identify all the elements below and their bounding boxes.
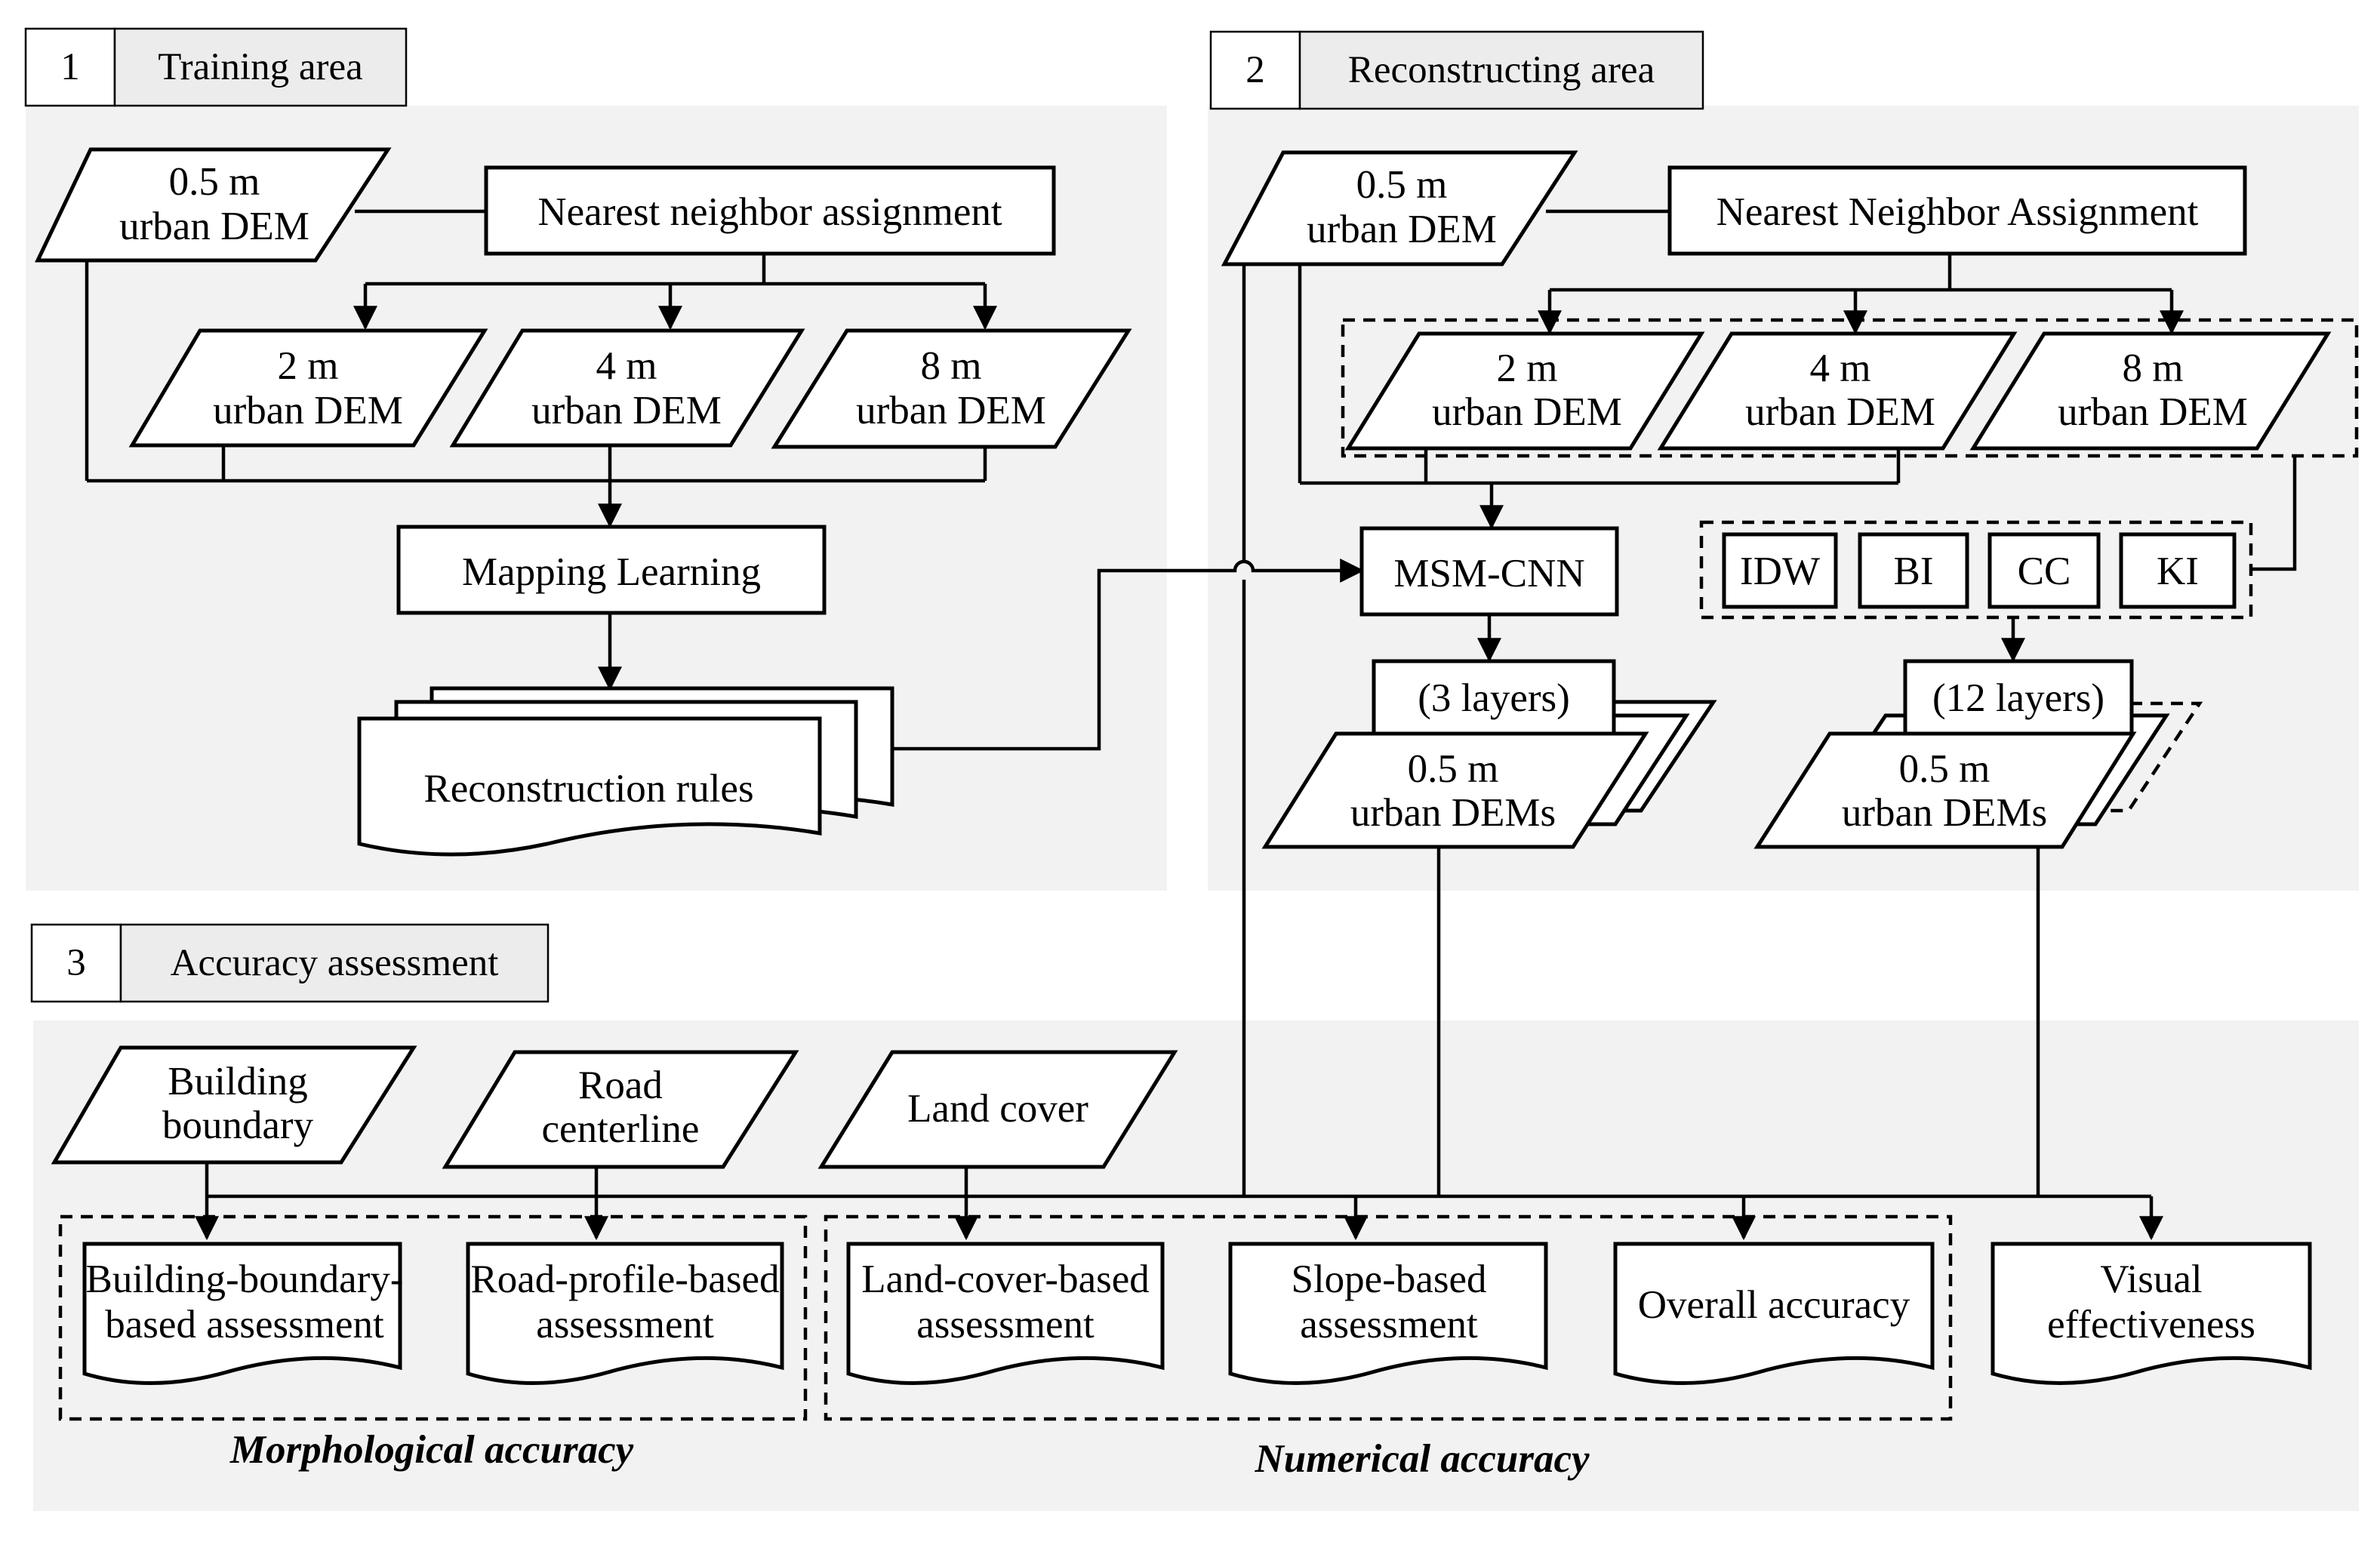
- output-land-cover-assessment: Land-cover-based assessment: [846, 1242, 1165, 1385]
- recon-merge-lines: [1242, 264, 1901, 1196]
- recon-dem-4m: 4 m urban DEM: [1657, 331, 2018, 451]
- msm-cnn-box: MSM-CNN: [1359, 526, 1619, 617]
- svg-text:based assessment: based assessment: [105, 1303, 384, 1346]
- svg-text:urban DEM: urban DEM: [531, 389, 722, 432]
- svg-text:assessment: assessment: [916, 1303, 1095, 1346]
- mapping-learning-box: Mapping Learning: [396, 525, 827, 615]
- svg-text:4 m: 4 m: [1810, 346, 1871, 390]
- svg-text:urban DEM: urban DEM: [2058, 390, 2248, 434]
- svg-text:0.5 m: 0.5 m: [169, 160, 260, 204]
- svg-text:0.5 m: 0.5 m: [1356, 163, 1448, 207]
- recon-dem-group-box: [1341, 318, 2359, 458]
- svg-text:urban DEM: urban DEM: [1307, 208, 1497, 251]
- svg-text:2 m: 2 m: [278, 344, 339, 388]
- svg-text:Overall accuracy: Overall accuracy: [1638, 1283, 1910, 1327]
- recon-dem-8m: 8 m urban DEM: [1969, 331, 2332, 451]
- svg-text:MSM-CNN: MSM-CNN: [1393, 552, 1584, 596]
- section-title: Training area: [158, 46, 362, 88]
- svg-text:Land-cover-based: Land-cover-based: [861, 1257, 1150, 1301]
- interp-idw-box: IDW: [1722, 532, 1838, 609]
- msm-output-stack: (3 layers) 0.5 m urban DEMs: [1261, 659, 1717, 849]
- svg-text:Building: Building: [168, 1060, 308, 1103]
- training-dem-8m: 8 m urban DEM: [771, 328, 1132, 449]
- interp-cc-box: CC: [1987, 532, 2101, 609]
- svg-text:urban DEM: urban DEM: [213, 389, 403, 432]
- dem8-to-interp-connector: [2251, 456, 2297, 571]
- svg-text:Road-profile-based: Road-profile-based: [470, 1257, 779, 1301]
- svg-text:8 m: 8 m: [2123, 346, 2184, 390]
- svg-text:IDW: IDW: [1740, 549, 1820, 593]
- svg-text:urban DEMs: urban DEMs: [1842, 791, 2047, 835]
- svg-text:Visual: Visual: [2100, 1257, 2202, 1301]
- svg-text:4 m: 4 m: [596, 344, 657, 388]
- output-visual-effectiveness: Visual effectiveness: [1991, 1242, 2312, 1385]
- section-number: 2: [1245, 49, 1265, 91]
- svg-text:Road: Road: [578, 1063, 663, 1107]
- interp-output-stack: (12 layers) 0.5 m urban DEMs: [1753, 659, 2203, 849]
- svg-text:assessment: assessment: [1300, 1303, 1478, 1346]
- output-building-boundary-assessment: Building-boundary- based assessment: [82, 1242, 404, 1385]
- recon-dem-2m: 2 m urban DEM: [1344, 331, 1705, 451]
- numerical-group-box: [824, 1214, 1953, 1421]
- svg-text:Mapping Learning: Mapping Learning: [462, 550, 761, 594]
- svg-text:Land cover: Land cover: [907, 1087, 1088, 1131]
- output-slope-assessment: Slope-based assessment: [1228, 1242, 1548, 1385]
- svg-text:BI: BI: [1894, 549, 1934, 593]
- svg-text:Nearest Neighbor Assignment: Nearest Neighbor Assignment: [1716, 190, 2199, 234]
- section-number: 3: [66, 942, 86, 984]
- svg-text:assessment: assessment: [536, 1303, 714, 1346]
- training-dem-0.5m: 0.5 m urban DEM: [35, 147, 392, 263]
- svg-text:Reconstruction rules: Reconstruction rules: [423, 767, 753, 811]
- svg-text:(3 layers): (3 layers): [1418, 676, 1570, 720]
- svg-text:0.5 m: 0.5 m: [1899, 747, 1991, 791]
- reconstructing-area-header: 2 Reconstructing area: [1209, 30, 1704, 110]
- accuracy-assessment-header: 3 Accuracy assessment: [30, 923, 550, 1003]
- svg-text:urban DEMs: urban DEMs: [1350, 791, 1556, 835]
- svg-text:centerline: centerline: [542, 1107, 700, 1151]
- input-land-cover: Land cover: [817, 1050, 1178, 1169]
- training-fanout-arrows: [353, 254, 997, 331]
- morphological-accuracy-label: Morphological accuracy: [229, 1428, 634, 1472]
- recon-dem-0.5m: 0.5 m urban DEM: [1221, 150, 1578, 266]
- svg-text:boundary: boundary: [162, 1103, 314, 1147]
- numerical-accuracy-label: Numerical accuracy: [1254, 1437, 1590, 1481]
- training-dem-2m: 2 m urban DEM: [128, 328, 488, 448]
- svg-text:Nearest neighbor assignment: Nearest neighbor assignment: [537, 190, 1002, 234]
- training-dem-4m: 4 m urban DEM: [449, 328, 805, 448]
- reconstruction-rules-docs: Reconstruction rules: [357, 686, 894, 857]
- svg-text:urban DEM: urban DEM: [1432, 390, 1622, 434]
- section-number: 1: [60, 46, 80, 88]
- section-title: Reconstructing area: [1348, 49, 1655, 91]
- svg-text:0.5 m: 0.5 m: [1408, 747, 1499, 791]
- interp-ki-box: KI: [2119, 532, 2237, 609]
- output-road-profile-assessment: Road-profile-based assessment: [466, 1242, 784, 1385]
- svg-text:Building-boundary-: Building-boundary-: [86, 1257, 404, 1301]
- svg-text:CC: CC: [2018, 549, 2071, 593]
- section-title: Accuracy assessment: [171, 942, 499, 984]
- svg-text:urban DEM: urban DEM: [1745, 390, 1935, 434]
- recon-fanout-arrows: [1538, 254, 2184, 335]
- training-area-header: 1 Training area: [24, 27, 408, 107]
- svg-text:(12 layers): (12 layers): [1932, 676, 2104, 720]
- svg-text:KI: KI: [2157, 549, 2199, 593]
- svg-text:effectiveness: effectiveness: [2047, 1303, 2255, 1346]
- rules-to-msm-connector: [892, 559, 1365, 751]
- accuracy-panel: [33, 1020, 2359, 1511]
- training-nearest-neighbor-box: Nearest neighbor assignment: [484, 165, 1056, 256]
- svg-text:8 m: 8 m: [921, 344, 982, 388]
- svg-text:2 m: 2 m: [1497, 346, 1558, 390]
- output-overall-accuracy: Overall accuracy: [1613, 1242, 1935, 1385]
- input-building-boundary: Building boundary: [51, 1045, 417, 1165]
- interp-bi-box: BI: [1858, 532, 1969, 609]
- input-road-centerline: Road centerline: [442, 1050, 799, 1169]
- svg-text:Slope-based: Slope-based: [1291, 1257, 1486, 1301]
- morphological-group-box: [58, 1214, 808, 1421]
- recon-nearest-neighbor-box: Nearest Neighbor Assignment: [1667, 165, 2247, 256]
- svg-text:urban DEM: urban DEM: [119, 205, 309, 248]
- svg-text:urban DEM: urban DEM: [856, 389, 1046, 432]
- training-merge-lines: [85, 260, 987, 528]
